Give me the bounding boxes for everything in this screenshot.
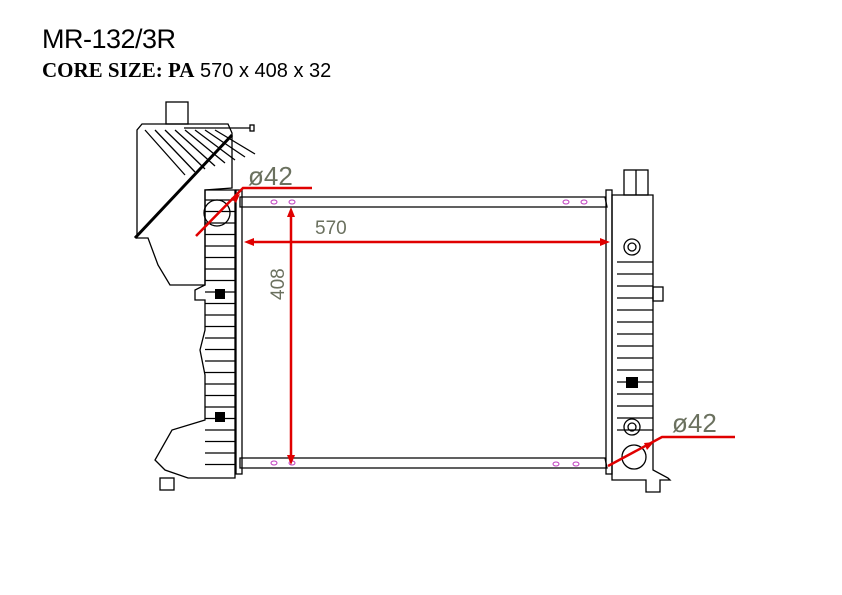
right-outlet-pipe [621, 444, 647, 470]
right-tank-bracket [652, 286, 664, 302]
core-size-label: CORE SIZE: PA [42, 58, 195, 82]
inlet-diameter-label: ø42 [248, 161, 293, 191]
core-top-header [239, 196, 608, 208]
left-side-plate [235, 189, 243, 475]
left-mount-block [215, 289, 225, 299]
core-bottom-header [239, 457, 608, 469]
dimension-lines [195, 186, 735, 468]
height-label: 408 [268, 268, 289, 300]
rib-line [184, 129, 226, 164]
core-mount-holes [270, 199, 588, 467]
left-tank [154, 189, 236, 479]
outlet-diameter-label: ø42 [672, 408, 717, 438]
part-number: MR-132/3R [42, 24, 176, 54]
width-label: 570 [315, 218, 347, 239]
right-tank-ribs [617, 261, 653, 431]
radiator-outline [133, 101, 672, 493]
right-mount-block [626, 377, 638, 388]
left-mount-block [215, 412, 225, 422]
core-size: CORE SIZE: PA 570 x 408 x 32 [42, 58, 331, 83]
rib-line [144, 129, 186, 176]
rib-line [164, 129, 206, 170]
rib-line [174, 129, 216, 167]
expansion-bottle [136, 123, 233, 286]
rib-line [214, 129, 256, 155]
left-tank-ribs [205, 199, 235, 466]
bracket-bar [133, 133, 234, 240]
rib-line [154, 129, 196, 173]
left-inlet-pipe [203, 199, 231, 227]
core-size-dims: 570 x 408 x 32 [200, 60, 332, 82]
inlet-leader [195, 186, 312, 237]
bottle-cap [165, 101, 189, 125]
right-side-plate [605, 189, 613, 475]
rib-line [194, 129, 236, 161]
left-foot [159, 477, 175, 491]
rib-line [204, 129, 246, 158]
right-tank [611, 194, 672, 493]
outlet-leader [607, 435, 735, 468]
bottle-hatching [144, 129, 256, 176]
